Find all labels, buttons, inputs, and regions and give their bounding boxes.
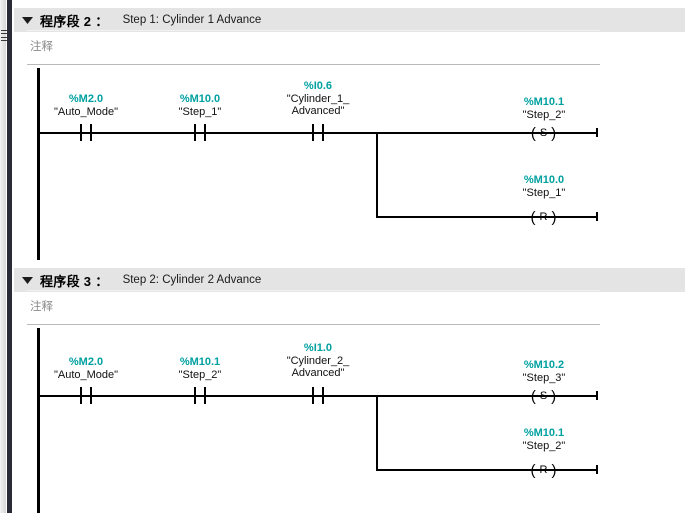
contact-label-3: %I0.6 "Cylinder_1_ Advanced" xyxy=(286,80,350,117)
coil-paren-close: ) xyxy=(551,208,558,226)
coil-type-letter: S xyxy=(539,127,549,139)
coil-reset-2[interactable]: ( R ) xyxy=(527,460,561,480)
network-comment-row-3[interactable] xyxy=(14,292,600,324)
comment-bottom-divider-2 xyxy=(27,64,600,65)
coil-paren-close: ) xyxy=(551,387,558,405)
coil-set-1[interactable]: ( S ) xyxy=(527,123,561,143)
branch-vertical-3 xyxy=(376,395,378,471)
coil-paren-close: ) xyxy=(551,461,558,479)
coil-reset-1[interactable]: ( R ) xyxy=(527,207,561,227)
power-rail-left-2 xyxy=(37,68,40,260)
contact-normally-open-3[interactable] xyxy=(312,387,324,404)
chevron-down-icon[interactable] xyxy=(14,268,40,292)
network-comment-3[interactable]: 注释 xyxy=(30,301,53,313)
coil-type-letter: R xyxy=(539,211,549,223)
coil-paren-open: ( xyxy=(530,124,537,142)
network-block-2: 程序段 2 ： Step 1: Cylinder 1 Advance 注释 %M… xyxy=(0,8,685,260)
coil-paren-open: ( xyxy=(530,461,537,479)
contact-normally-open-2[interactable] xyxy=(194,124,206,141)
rung-terminator-2 xyxy=(596,465,598,474)
coil-label-1: %M10.2 "Step_3" xyxy=(522,359,566,384)
coil-paren-open: ( xyxy=(530,208,537,226)
branch-wire-bottom-2 xyxy=(376,216,598,218)
rung-terminator-1 xyxy=(596,391,598,400)
branch-wire-bottom-3 xyxy=(376,469,598,471)
editor-gutter-strip xyxy=(0,0,6,513)
contact-normally-open-2[interactable] xyxy=(194,387,206,404)
coil-label-1: %M10.1 "Step_2" xyxy=(522,96,566,121)
network-subtitle-2: Step 1: Cylinder 1 Advance xyxy=(122,14,262,26)
editor-gutter-gap xyxy=(12,0,20,513)
coil-paren-close: ) xyxy=(551,124,558,142)
network-header-3[interactable]: 程序段 3 ： Step 2: Cylinder 2 Advance xyxy=(14,268,685,292)
network-block-3: 程序段 3 ： Step 2: Cylinder 2 Advance 注释 %M… xyxy=(0,268,685,513)
power-rail-left-3 xyxy=(37,328,40,513)
network-title-3: 程序段 3 ： xyxy=(40,273,109,289)
contact-label-2: %M10.0 "Step_1" xyxy=(178,93,222,118)
contact-normally-open-1[interactable] xyxy=(80,387,92,404)
comment-top-divider-2 xyxy=(27,30,600,31)
rung-terminator-2 xyxy=(596,212,598,221)
coil-set-2[interactable]: ( S ) xyxy=(527,386,561,406)
contact-normally-open-3[interactable] xyxy=(312,124,324,141)
coil-label-2: %M10.1 "Step_2" xyxy=(522,427,566,452)
network-comment-row-2[interactable] xyxy=(14,32,600,64)
comment-bottom-divider-3 xyxy=(27,324,600,325)
coil-label-2: %M10.0 "Step_1" xyxy=(522,174,566,199)
branch-vertical-2 xyxy=(376,132,378,218)
contact-label-1: %M2.0 "Auto_Mode" xyxy=(53,93,119,118)
coil-type-letter: R xyxy=(539,464,549,476)
lines-glyph-icon[interactable] xyxy=(1,30,8,41)
network-title-2: 程序段 2 ： xyxy=(40,13,109,29)
network-header-2[interactable]: 程序段 2 ： Step 1: Cylinder 1 Advance xyxy=(14,8,685,32)
editor-gutter-bar xyxy=(7,0,12,513)
contact-label-3: %I1.0 "Cylinder_2_ Advanced" xyxy=(286,342,350,379)
rung-wire-main-3 xyxy=(38,395,598,397)
rung-wire-main-2 xyxy=(38,132,598,134)
comment-top-divider-3 xyxy=(27,290,600,291)
network-comment-2[interactable]: 注释 xyxy=(30,41,53,53)
contact-label-2: %M10.1 "Step_2" xyxy=(178,356,222,381)
network-subtitle-3: Step 2: Cylinder 2 Advance xyxy=(122,274,262,286)
contact-label-1: %M2.0 "Auto_Mode" xyxy=(53,356,119,381)
coil-paren-open: ( xyxy=(530,387,537,405)
coil-type-letter: S xyxy=(539,390,549,402)
chevron-down-icon[interactable] xyxy=(14,8,40,32)
rung-terminator-1 xyxy=(596,128,598,137)
contact-normally-open-1[interactable] xyxy=(80,124,92,141)
